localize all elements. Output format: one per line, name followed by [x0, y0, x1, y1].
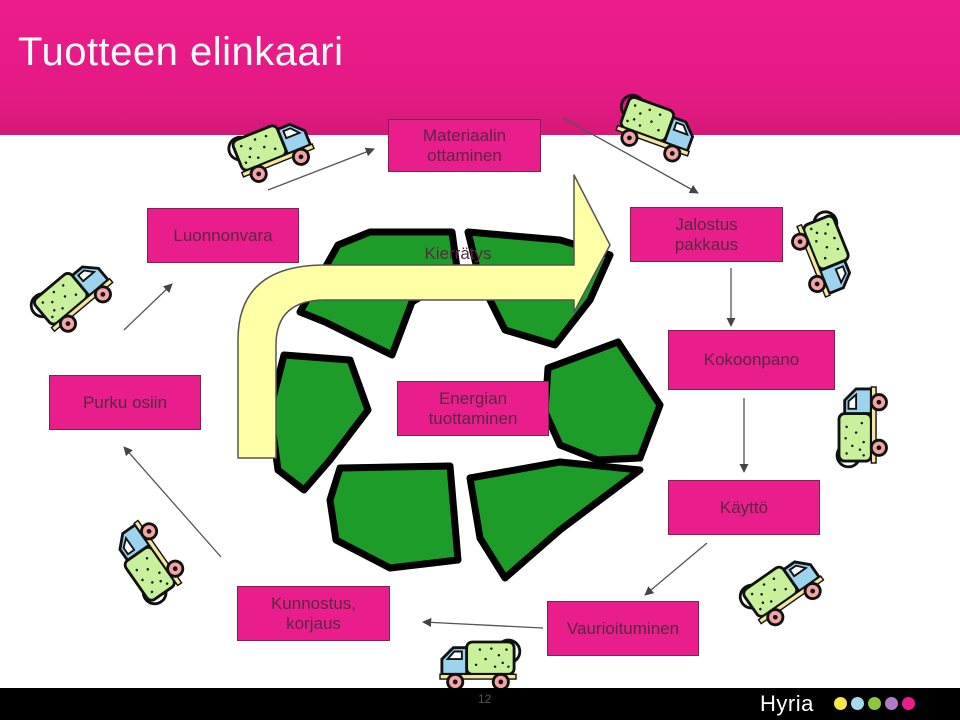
truck-icon — [25, 251, 121, 344]
truck-icon — [438, 638, 522, 691]
stage-box-kunnostus-korjaus: Kunnostus, korjaus — [237, 586, 390, 641]
flow-arrow — [644, 542, 708, 596]
flow-arrow — [123, 446, 222, 558]
page-number: 12 — [478, 692, 492, 706]
brand-dot — [868, 697, 881, 710]
truck-icon — [835, 385, 888, 469]
brand-dot — [834, 697, 847, 710]
kierratys-label: Kierrätys — [424, 244, 491, 263]
stage-label: Energian tuottaminen — [428, 388, 518, 428]
stage-box-materiaalin-ottaminen: Materiaalin ottaminen — [388, 119, 541, 172]
kierratys-arrow-icon — [237, 174, 611, 459]
stage-box-jalostus-pakkaus: Jalostus pakkaus — [630, 207, 783, 262]
brand-dot — [885, 697, 898, 710]
stage-box-vaurioituminen: Vaurioituminen — [547, 601, 699, 656]
flow-arrow — [562, 117, 699, 194]
stage-label: Purku osiin — [82, 392, 168, 412]
brand-dot — [902, 697, 915, 710]
stage-label: Materiaalin ottaminen — [422, 125, 507, 165]
truck-icon — [734, 546, 831, 636]
stage-box-purku-osiin: Purku osiin — [49, 375, 201, 430]
brand-dot — [851, 697, 864, 710]
brand-logo-text: Hyria — [760, 691, 814, 716]
flow-arrow — [422, 617, 544, 629]
stage-box-energian-tuottaminen: Energian tuottaminen — [397, 381, 549, 436]
truck-icon — [104, 513, 194, 610]
slide-title: Tuotteen elinkaari — [18, 30, 344, 74]
flow-arrow — [267, 147, 375, 191]
stage-label: Kokoonpano — [703, 350, 800, 369]
stage-label: Käyttö — [719, 497, 769, 517]
flow-arrow — [123, 283, 173, 331]
truck-icon — [784, 206, 864, 303]
stage-label: Luonnonvara — [173, 225, 273, 245]
truck-icon — [607, 90, 703, 168]
stage-label: Vaurioituminen — [566, 618, 680, 638]
stage-label: Kunnostus, korjaus — [270, 593, 357, 633]
stage-box-kaytto: Käyttö — [668, 480, 820, 535]
header-band: Tuotteen elinkaari — [0, 0, 960, 135]
stage-box-luonnonvara: Luonnonvara — [147, 208, 299, 263]
stage-box-kokoonpano: Kokoonpano — [668, 330, 835, 390]
stage-label: Jalostus pakkaus — [674, 214, 739, 254]
footer-bar — [0, 688, 960, 720]
